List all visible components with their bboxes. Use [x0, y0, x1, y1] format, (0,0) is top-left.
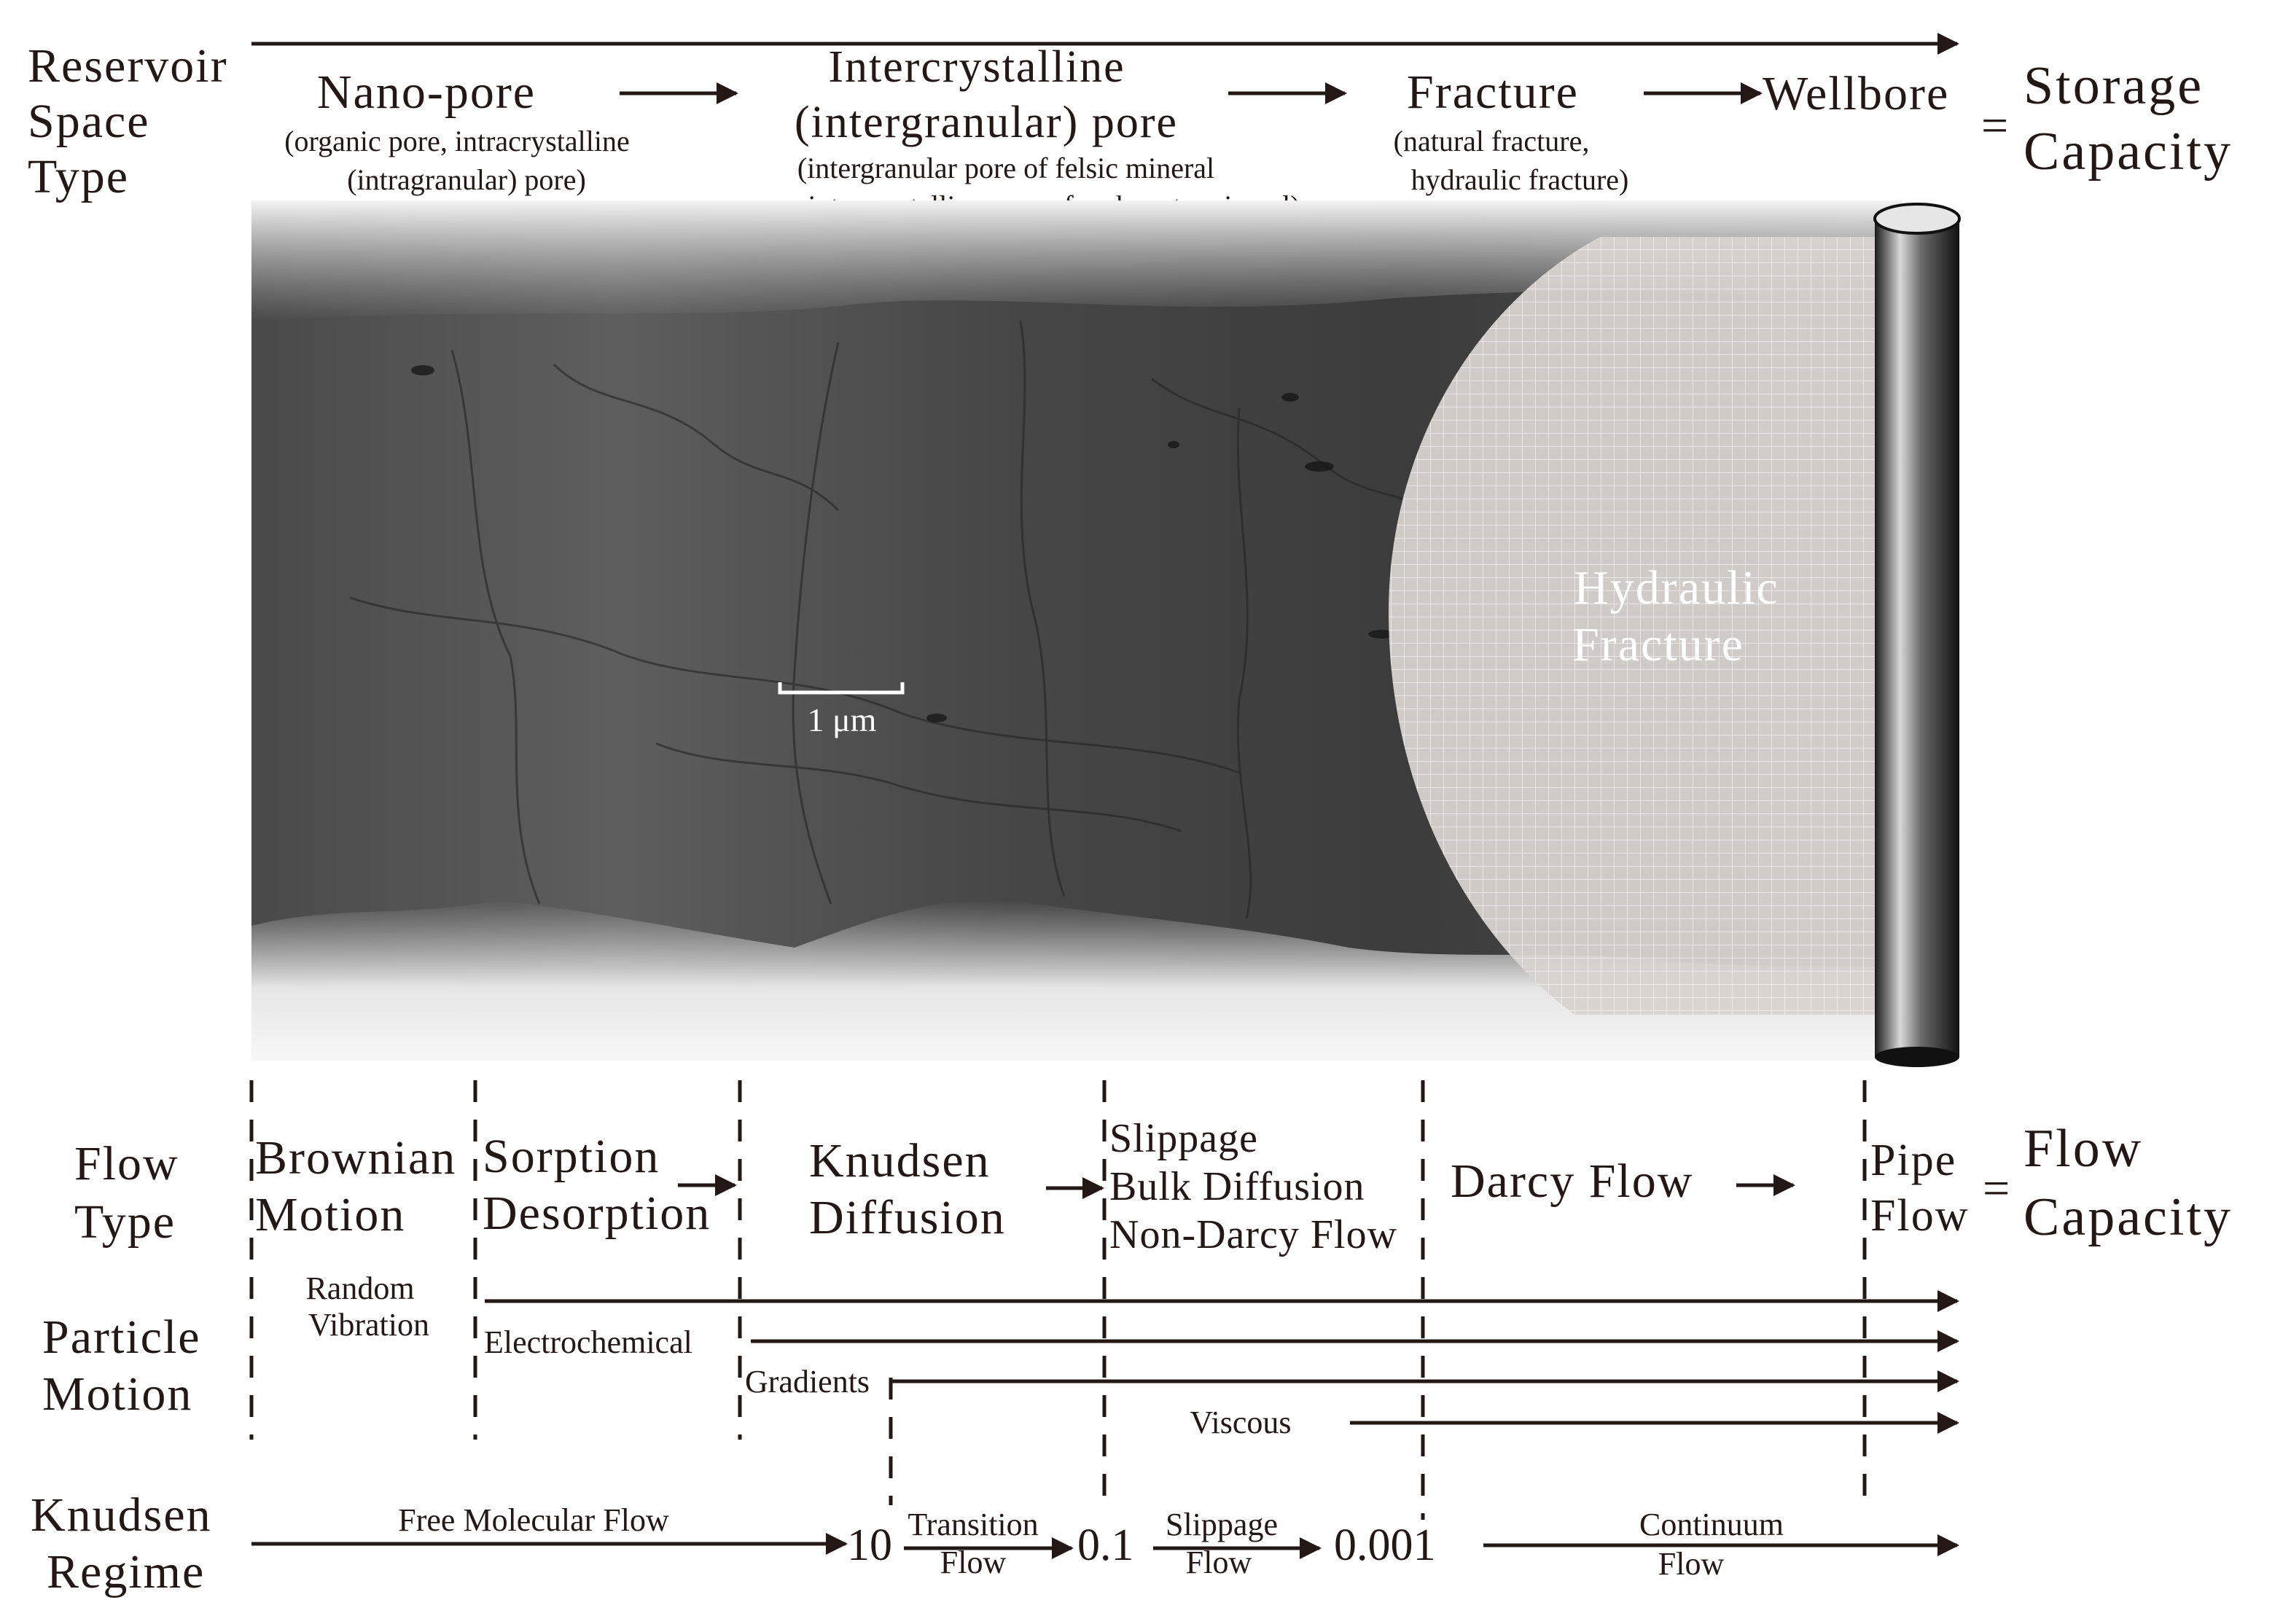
knudsen-diffusion-text: Knudsen: [809, 1134, 991, 1187]
flow-capacity-label: Capacity: [2024, 1187, 2233, 1247]
nano-pore-block: Nano-pore (organic pore, intracrystallin…: [284, 66, 630, 196]
row-label-line: Type: [28, 150, 129, 203]
wellbore-top: [1873, 203, 1961, 235]
continuum-flow-text: Continuum: [1639, 1507, 1784, 1542]
wellbore-cylinder: [1873, 203, 1961, 1067]
scale-bar: 1 μm: [778, 682, 905, 738]
continuum-flow-label: Continuum Flow: [1639, 1507, 1784, 1582]
scale-bar-line: [778, 682, 905, 695]
electrochemical-label: Electrochemical: [484, 1324, 692, 1360]
storage-capacity-label: Storage: [2024, 56, 2204, 116]
fracture-sub: hydraulic fracture): [1411, 163, 1629, 196]
intercrystalline-block: Intercrystalline (intergranular) pore (i…: [795, 42, 1300, 222]
knudsen-value-0-1: 0.1: [1077, 1520, 1134, 1570]
intercrystalline-title: (intergranular) pore: [795, 98, 1178, 147]
intercrystalline-sub: (intergranular pore of felsic mineral: [797, 152, 1214, 184]
row-label-line: Flow: [74, 1137, 179, 1190]
row-label-particle-motion: Particle Motion: [42, 1311, 201, 1421]
gradients-label: Gradients: [745, 1364, 870, 1399]
intercrystalline-title: Intercrystalline: [828, 42, 1125, 92]
row-label-line: Regime: [47, 1545, 205, 1598]
random-vibration-text: Random: [305, 1270, 414, 1306]
column-separators: [249, 1080, 1867, 1520]
continuum-flow-text: Flow: [1658, 1546, 1725, 1582]
slippage-text: Non-Darcy Flow: [1109, 1212, 1397, 1257]
row-label-line: Type: [74, 1195, 176, 1249]
fracture-title: Fracture: [1407, 66, 1579, 119]
wellbore-body: [1875, 219, 1959, 1057]
row-label-line: Knudsen: [31, 1488, 212, 1542]
row-label-reservoir-space-type: Reservoir Space Type: [28, 39, 228, 203]
slippage-text: Slippage: [1109, 1116, 1258, 1161]
nano-pore-title: Nano-pore: [317, 66, 536, 119]
pipe-flow-label: Pipe Flow: [1870, 1136, 1969, 1241]
wellbore-bottom: [1875, 1047, 1959, 1067]
brownian-text: Brownian: [255, 1131, 456, 1184]
flow-capacity-label: Flow: [2024, 1119, 2143, 1179]
sorption-text: Desorption: [483, 1187, 711, 1240]
wellbore-label: Wellbore: [1763, 67, 1949, 120]
darcy-flow-label: Darcy Flow: [1451, 1155, 1693, 1208]
rock-bottom-highlight: [251, 899, 1903, 1061]
viscous-label: Viscous: [1190, 1405, 1291, 1440]
hydraulic-fracture-text: Hydraulic: [1574, 561, 1779, 614]
brownian-motion-label: Brownian Motion: [255, 1131, 456, 1241]
random-vibration-label: Random Vibration: [305, 1270, 429, 1343]
nano-pore-sub: (organic pore, intracrystalline: [284, 125, 630, 157]
row-label-line: Reservoir: [28, 39, 228, 93]
sorption-desorption-label: Sorption Desorption: [483, 1130, 711, 1240]
row-label-knudsen-regime: Knudsen Regime: [31, 1488, 212, 1598]
hydraulic-fracture-label: Hydraulic Fracture: [1572, 561, 1779, 671]
knudsen-diffusion-label: Knudsen Diffusion: [809, 1134, 1006, 1244]
row-label-line: Space: [28, 95, 150, 148]
random-vibration-text: Vibration: [308, 1307, 429, 1343]
sem-micrograph: [251, 200, 1903, 1061]
storage-capacity-label: Capacity: [2024, 122, 2233, 181]
hydraulic-fracture-overlay: [1389, 237, 1903, 1015]
pipe-flow-text: Flow: [1870, 1191, 1969, 1241]
slippage-flow-text: Flow: [1186, 1545, 1252, 1580]
hydraulic-fracture-grid: [1389, 237, 1903, 1015]
free-molecular-flow-label: Free Molecular Flow: [398, 1502, 669, 1538]
transition-flow-label: Transition Flow: [908, 1507, 1038, 1580]
particle-motion-row: Particle Motion Random Vibration Electro…: [42, 1270, 1959, 1440]
equals-sign: =: [1983, 1162, 2010, 1215]
knudsen-value-10: 10: [847, 1520, 892, 1570]
transition-flow-text: Flow: [940, 1545, 1007, 1580]
slippage-label: Slippage Bulk Diffusion Non-Darcy Flow: [1109, 1116, 1397, 1257]
transition-flow-text: Transition: [908, 1507, 1038, 1542]
hydraulic-fracture-text: Fracture: [1572, 618, 1744, 671]
fracture-sub: (natural fracture,: [1394, 125, 1590, 157]
sorption-text: Sorption: [483, 1130, 660, 1183]
nano-pore-sub: (intragranular) pore): [347, 163, 586, 196]
slippage-flow-label: Slippage Flow: [1166, 1507, 1278, 1580]
flow-type-row: Flow Type Brownian Motion Sorption Desor…: [74, 1116, 2233, 1257]
reservoir-space-type-row: Reservoir Space Type Nano-pore (organic …: [28, 33, 2233, 222]
knudsen-diffusion-text: Diffusion: [809, 1191, 1006, 1244]
knudsen-regime-row: Knudsen Regime Free Molecular Flow 10 Tr…: [31, 1488, 1959, 1598]
fracture-block: Fracture (natural fracture, hydraulic fr…: [1394, 66, 1629, 196]
row-label-line: Motion: [42, 1367, 192, 1421]
rock-top-highlight: [251, 200, 1903, 321]
scale-bar-label: 1 μm: [808, 701, 877, 738]
row-label-line: Particle: [42, 1311, 201, 1364]
pipe-flow-text: Pipe: [1870, 1136, 1956, 1185]
slippage-flow-text: Slippage: [1166, 1507, 1278, 1542]
brownian-text: Motion: [255, 1188, 405, 1241]
equals-sign: =: [1981, 99, 2008, 152]
row-label-flow-type: Flow Type: [74, 1137, 179, 1249]
slippage-text: Bulk Diffusion: [1109, 1164, 1365, 1209]
knudsen-value-0-001: 0.001: [1334, 1520, 1436, 1570]
